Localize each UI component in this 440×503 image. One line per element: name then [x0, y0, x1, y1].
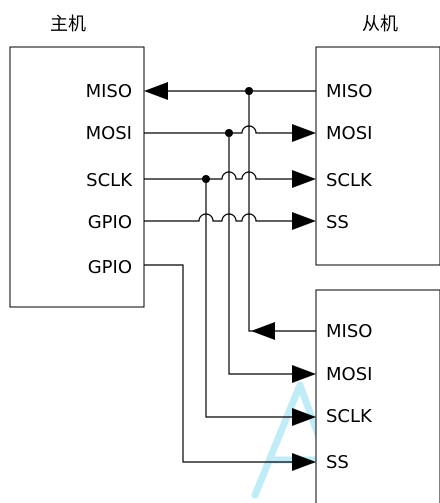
- arrow-to-slave-ss-top: [292, 212, 316, 230]
- slave-1-pin-miso: MISO: [326, 81, 372, 102]
- wire-mosi-top: [144, 124, 316, 142]
- wire-sclk-top: [144, 170, 316, 188]
- slave-1-box: [315, 46, 440, 266]
- wire-miso-bottom: [248, 91, 316, 340]
- slave-2-pin-ss: SS: [326, 452, 349, 473]
- arrow-from-slave-2-miso: [251, 322, 275, 340]
- master-pin-miso: MISO: [86, 81, 132, 102]
- slave-2-pin-mosi: MOSI: [326, 364, 372, 385]
- slave-1-pin-sclk: SCLK: [326, 170, 373, 191]
- wire-miso-top: [144, 82, 316, 100]
- arrow-to-master-miso: [144, 82, 168, 100]
- slave-2-box: [315, 289, 440, 503]
- master-pin-gpio-1: GPIO: [88, 212, 132, 233]
- master-title: 主机: [50, 14, 86, 35]
- slave-device-1: 从机 MISO MOSI SCLK SS: [315, 14, 440, 266]
- slave-1-pin-mosi: MOSI: [326, 123, 372, 144]
- slave-2-pin-sclk: SCLK: [326, 406, 373, 427]
- slave-device-2: MISO MOSI SCLK SS: [315, 289, 440, 503]
- slave-2-pin-miso: MISO: [326, 321, 372, 342]
- wire-mosi-bottom: [228, 133, 316, 383]
- master-pin-sclk: SCLK: [86, 170, 133, 191]
- wire-ss-top: [144, 212, 316, 230]
- slave-title: 从机: [362, 14, 398, 35]
- arrow-to-slave-mosi: [292, 124, 316, 142]
- master-device: 主机 MISO MOSI SCLK GPIO GPIO: [9, 14, 145, 308]
- arrow-to-slave-2-mosi: [292, 365, 316, 383]
- arrow-to-slave-2-sclk: [292, 408, 316, 426]
- arrow-to-slave-2-ss: [292, 453, 316, 471]
- wire-sclk-bottom: [205, 179, 316, 426]
- wire-ss-bottom: [144, 264, 316, 471]
- master-box: [9, 46, 145, 308]
- master-pin-mosi: MOSI: [86, 123, 132, 144]
- arrow-to-slave-sclk: [292, 170, 316, 188]
- slave-1-pin-ss: SS: [326, 212, 349, 233]
- master-pin-gpio-2: GPIO: [88, 257, 132, 278]
